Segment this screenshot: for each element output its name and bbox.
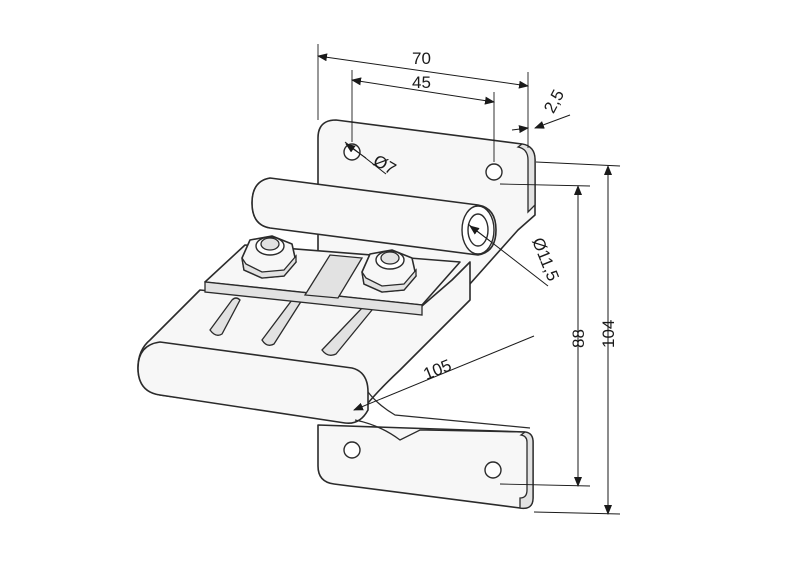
- support-arm: [137, 261, 531, 441]
- dim-105-label: 105: [421, 356, 454, 384]
- mounting-hole-top-right: [485, 163, 503, 181]
- dimension-hole-spacing: 45: [351, 70, 495, 162]
- dimension-height-inner: 88: [499, 183, 591, 487]
- dimension-thickness: 2,5: [511, 86, 571, 134]
- dim-45-label: 45: [412, 73, 431, 92]
- nut-right: [361, 249, 417, 293]
- mounting-hole-bottom-left: [343, 441, 361, 459]
- dim-88-label: 88: [569, 329, 588, 348]
- dim-2-5-label: 2,5: [540, 86, 568, 116]
- mounting-hole-bottom-right: [484, 461, 502, 479]
- dimension-height-total: 104: [533, 161, 621, 515]
- dim-diameter-11-5-label: Ø11,5: [528, 235, 562, 284]
- nut-left: [241, 235, 297, 279]
- dim-70-label: 70: [412, 49, 431, 68]
- dim-104-label: 104: [599, 320, 618, 348]
